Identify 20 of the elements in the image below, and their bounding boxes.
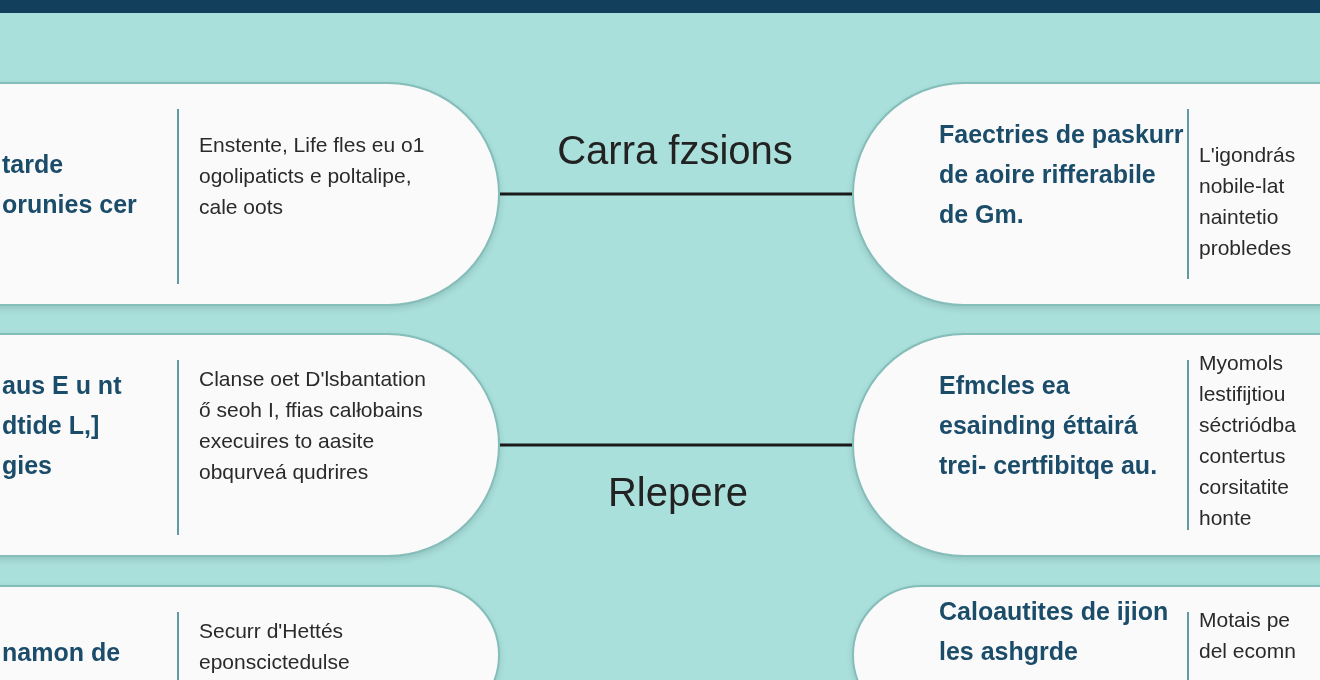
card-description: Securr d'Hettés eponscictedulse — [199, 618, 351, 675]
card-heading: Caloautites de ijion les ashgrde — [939, 596, 1170, 667]
rounded-card — [852, 333, 1320, 557]
connector-line — [500, 443, 852, 447]
section-label: Carra fzsions — [557, 128, 793, 173]
connector-line — [500, 192, 852, 196]
card-description: Enstente, Life fles eu o1 ogolipaticts e poltalipe, cale oots — [199, 132, 426, 220]
card-description: Motais pe del ecomn — [1199, 607, 1297, 664]
card-description: Myomols lestifijtiou séctriódba contertus corsitatite honte — [1199, 350, 1297, 531]
card-heading: Faectries de paskurr de aoire rifferabile de Gm. — [939, 119, 1184, 230]
card-heading: aus E u nt dtide L,] gies — [2, 370, 123, 481]
rounded-card — [852, 82, 1320, 306]
rounded-card — [0, 333, 500, 557]
card-description: Clanse oet D'lsbantation ő seoh I, ffias calłobains execuires to aasite obqurveá qudrires — [199, 366, 427, 485]
rounded-card — [0, 82, 500, 306]
card-heading: namon de — [2, 637, 122, 668]
card-heading: tarde orunies cer — [2, 149, 138, 220]
card-description: L'igondrás nobile-lat naintetio probledes — [1199, 142, 1297, 261]
section-label: Rlepere — [607, 470, 749, 515]
card-heading: Efmcles ea esainding éttairá trei- certfibitqe au. — [939, 370, 1159, 481]
